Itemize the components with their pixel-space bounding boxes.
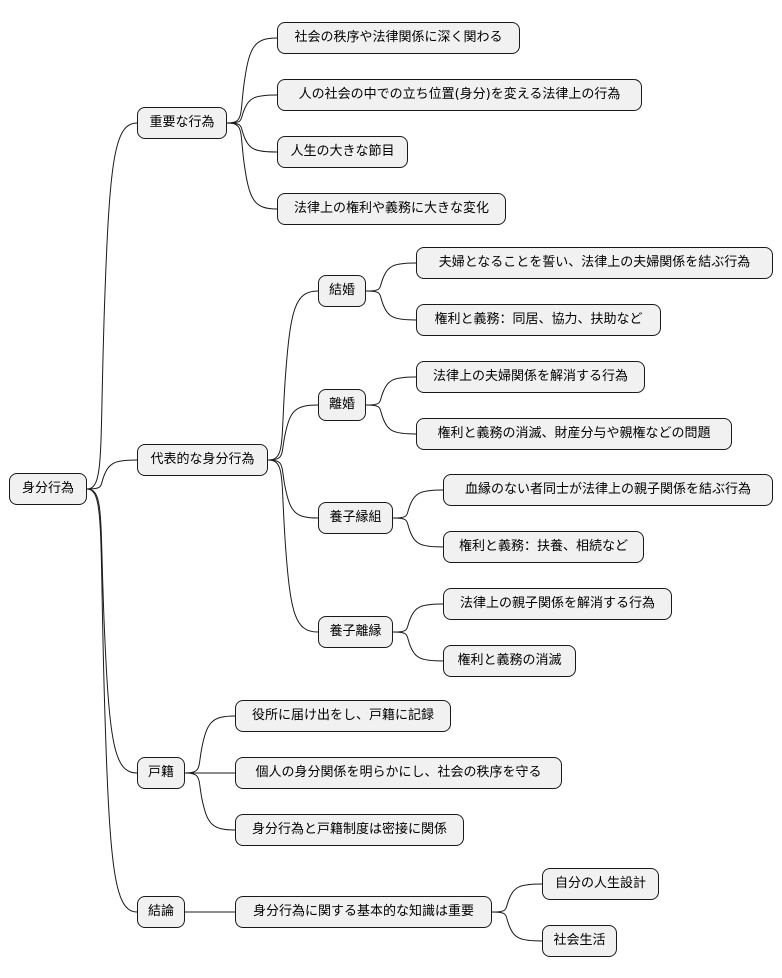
branch-important-act: 重要な行為 xyxy=(137,107,227,139)
edge-node-knowledge-important-to-leaf-social-life xyxy=(491,911,543,942)
edge-root-node-to-branch-important-act xyxy=(86,122,138,490)
leaf-adoption-rights: 権利と義務：扶養、相続など xyxy=(443,531,644,563)
leaf-changes-status: 人の社会の中での立ち位置(身分)を変える法律上の行為 xyxy=(277,79,642,111)
node-marriage: 結婚 xyxy=(318,275,366,307)
edge-branch-important-act-to-leaf-rights-change xyxy=(226,122,278,210)
leaf-divorce-rights: 権利と義務の消滅、財産分与や親権などの問題 xyxy=(416,418,732,450)
edge-branch-typical-acts-to-node-adoption xyxy=(267,459,319,519)
leaf-life-milestone: 人生の大きな節目 xyxy=(277,136,408,168)
edge-node-knowledge-important-to-leaf-life-planning xyxy=(491,883,543,913)
leaf-social-life: 社会生活 xyxy=(542,925,617,957)
leaf-marriage-rights: 権利と義務：同居、協力、扶助など xyxy=(416,304,661,336)
edge-branch-typical-acts-to-node-divorce xyxy=(267,404,319,461)
edge-branch-family-register-to-leaf-register-filing xyxy=(184,715,236,774)
root-node: 身分行為 xyxy=(9,473,87,505)
leaf-rights-change: 法律上の権利や義務に大きな変化 xyxy=(277,193,506,225)
edge-branch-important-act-to-leaf-changes-status xyxy=(226,94,278,124)
leaf-marriage-definition: 夫婦となることを誓い、法律上の夫婦関係を結ぶ行為 xyxy=(416,247,773,279)
node-adoption: 養子縁組 xyxy=(318,502,393,534)
edge-node-marriage-to-leaf-marriage-rights xyxy=(365,290,417,321)
edge-node-adoption-dissolution-to-leaf-dissolution-definition xyxy=(392,603,444,633)
node-knowledge-important: 身分行為に関する基本的な知識は重要 xyxy=(235,896,492,928)
leaf-dissolution-definition: 法律上の親子関係を解消する行為 xyxy=(443,588,672,620)
leaf-register-purpose: 個人の身分関係を明らかにし、社会の秩序を守る xyxy=(235,757,562,789)
edge-node-adoption-to-leaf-adoption-rights xyxy=(392,517,444,548)
branch-family-register: 戸籍 xyxy=(137,757,185,789)
edge-root-node-to-branch-conclusion xyxy=(86,488,138,913)
node-adoption-dissolution: 養子離縁 xyxy=(318,616,393,648)
branch-conclusion: 結論 xyxy=(137,896,185,928)
leaf-life-planning: 自分の人生設計 xyxy=(542,868,659,900)
edge-node-adoption-to-leaf-adoption-definition xyxy=(392,489,444,519)
leaf-social-order: 社会の秩序や法律関係に深く関わる xyxy=(277,22,520,54)
edge-branch-typical-acts-to-node-marriage xyxy=(267,290,319,461)
edge-root-node-to-branch-typical-acts xyxy=(86,459,138,490)
edge-branch-typical-acts-to-node-adoption-dissolution xyxy=(267,459,319,633)
branch-typical-acts: 代表的な身分行為 xyxy=(137,444,268,476)
edge-node-marriage-to-leaf-marriage-definition xyxy=(365,262,417,292)
leaf-register-relation: 身分行為と戸籍制度は密接に関係 xyxy=(235,814,464,846)
edge-node-divorce-to-leaf-divorce-rights xyxy=(365,404,417,435)
leaf-register-filing: 役所に届け出をし、戸籍に記録 xyxy=(235,700,451,732)
edge-root-node-to-branch-family-register xyxy=(86,488,138,774)
edge-branch-important-act-to-leaf-social-order xyxy=(226,37,278,124)
node-divorce: 離婚 xyxy=(318,389,366,421)
edge-branch-family-register-to-leaf-register-relation xyxy=(184,772,236,831)
leaf-adoption-definition: 血縁のない者同士が法律上の親子関係を結ぶ行為 xyxy=(443,474,773,506)
leaf-divorce-definition: 法律上の夫婦関係を解消する行為 xyxy=(416,361,645,393)
edge-branch-important-act-to-leaf-life-milestone xyxy=(226,122,278,153)
edge-node-divorce-to-leaf-divorce-definition xyxy=(365,376,417,406)
leaf-dissolution-rights: 権利と義務の消滅 xyxy=(443,645,576,677)
edge-node-adoption-dissolution-to-leaf-dissolution-rights xyxy=(392,631,444,662)
